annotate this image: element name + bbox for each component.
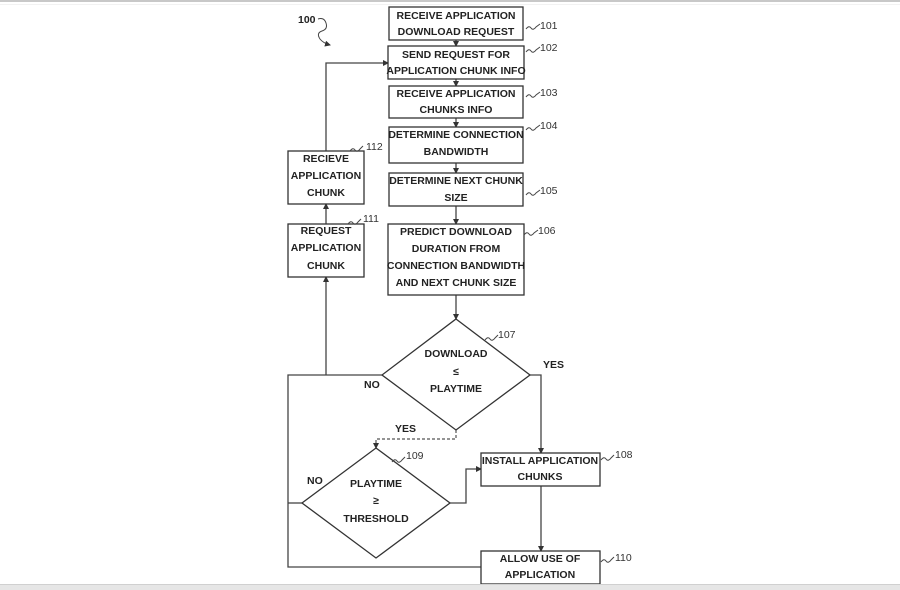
ref-109: 109 <box>391 450 424 463</box>
svg-text:PLAYTIME: PLAYTIME <box>350 478 402 490</box>
svg-text:DURATION FROM: DURATION FROM <box>412 243 501 255</box>
node-106: PREDICT DOWNLOAD DURATION FROM CONNECTIO… <box>387 223 525 296</box>
svg-text:112: 112 <box>366 141 383 153</box>
svg-text:INSTALL APPLICATION: INSTALL APPLICATION <box>482 455 598 467</box>
svg-text:107: 107 <box>498 329 516 341</box>
svg-text:ALLOW USE OF: ALLOW USE OF <box>500 553 581 565</box>
figure-label: 100 <box>298 14 316 26</box>
window-top-border-inner <box>0 4 900 5</box>
svg-text:PLAYTIME: PLAYTIME <box>430 383 482 395</box>
ref-111: 111 <box>347 213 379 225</box>
edge-107-no-loop <box>287 374 481 568</box>
window-top-border <box>0 0 900 2</box>
svg-text:≤: ≤ <box>453 366 459 378</box>
svg-text:RECIEVE: RECIEVE <box>303 153 349 165</box>
ref-104: 104 <box>525 120 558 132</box>
svg-text:RECEIVE APPLICATION: RECEIVE APPLICATION <box>396 88 515 100</box>
node-102: SEND REQUEST FOR APPLICATION CHUNK INFO <box>386 45 526 80</box>
node-109-decision: PLAYTIME ≥ THRESHOLD <box>300 447 452 559</box>
node-110: ALLOW USE OF APPLICATION <box>480 550 601 585</box>
svg-text:105: 105 <box>540 185 558 197</box>
svg-text:109: 109 <box>406 450 424 462</box>
svg-text:106: 106 <box>538 225 556 237</box>
edge-label-107-yes-down: YES <box>395 423 416 435</box>
svg-text:APPLICATION: APPLICATION <box>291 242 361 254</box>
window-bottom-border <box>0 584 900 590</box>
svg-text:AND NEXT CHUNK SIZE: AND NEXT CHUNK SIZE <box>396 277 517 289</box>
node-103: RECEIVE APPLICATION CHUNKS INFO <box>388 85 524 119</box>
node-104: DETERMINE CONNECTION BANDWIDTH <box>388 126 524 164</box>
svg-text:APPLICATION: APPLICATION <box>291 170 361 182</box>
svg-text:110: 110 <box>615 552 632 564</box>
ref-101: 101 <box>525 20 558 32</box>
svg-text:DOWNLOAD REQUEST: DOWNLOAD REQUEST <box>398 26 515 38</box>
svg-text:104: 104 <box>540 120 558 132</box>
edge-109-108 <box>450 466 482 504</box>
svg-text:111: 111 <box>363 213 379 225</box>
edge-112-102 <box>325 60 389 151</box>
ref-103: 103 <box>525 87 558 99</box>
figure-label-arrow <box>317 18 331 47</box>
svg-text:108: 108 <box>615 449 633 461</box>
svg-text:102: 102 <box>540 42 558 54</box>
svg-text:DOWNLOAD: DOWNLOAD <box>425 348 488 360</box>
svg-text:101: 101 <box>540 20 558 32</box>
svg-text:BANDWIDTH: BANDWIDTH <box>424 146 489 158</box>
edge-label-107-no: NO <box>364 379 380 391</box>
node-108: INSTALL APPLICATION CHUNKS <box>480 452 601 487</box>
svg-text:CHUNKS INFO: CHUNKS INFO <box>420 104 493 116</box>
svg-text:PREDICT DOWNLOAD: PREDICT DOWNLOAD <box>400 226 512 238</box>
edge-label-107-yes-right: YES <box>543 359 564 371</box>
ref-102: 102 <box>525 42 558 54</box>
svg-text:CHUNKS: CHUNKS <box>518 471 563 483</box>
svg-text:103: 103 <box>540 87 558 99</box>
node-107-decision: DOWNLOAD ≤ PLAYTIME <box>380 318 532 431</box>
node-111: REQUEST APPLICATION CHUNK <box>287 223 365 278</box>
svg-text:SIZE: SIZE <box>444 192 467 204</box>
node-112: RECIEVE APPLICATION CHUNK <box>287 150 365 205</box>
edge-107-yes-108 <box>530 374 544 454</box>
svg-text:RECEIVE APPLICATION: RECEIVE APPLICATION <box>396 10 515 22</box>
svg-text:APPLICATION CHUNK INFO: APPLICATION CHUNK INFO <box>386 65 525 77</box>
node-105: DETERMINE NEXT CHUNK SIZE <box>388 172 524 207</box>
svg-text:APPLICATION: APPLICATION <box>505 569 575 581</box>
svg-text:≥: ≥ <box>373 495 379 507</box>
svg-text:CONNECTION BANDWIDTH: CONNECTION BANDWIDTH <box>387 260 525 272</box>
node-101: RECEIVE APPLICATION DOWNLOAD REQUEST <box>388 6 524 41</box>
ref-106: 106 <box>523 225 556 237</box>
edge-label-109-no: NO <box>307 475 323 487</box>
ref-105: 105 <box>525 185 558 197</box>
svg-text:REQUEST: REQUEST <box>301 225 352 237</box>
ref-112: 112 <box>349 141 383 153</box>
ref-107: 107 <box>484 329 516 341</box>
svg-text:SEND REQUEST FOR: SEND REQUEST FOR <box>402 49 510 61</box>
svg-text:CHUNK: CHUNK <box>307 187 345 199</box>
svg-text:CHUNK: CHUNK <box>307 260 345 272</box>
ref-110: 110 <box>600 552 632 564</box>
ref-108: 108 <box>600 449 633 461</box>
svg-text:DETERMINE NEXT CHUNK: DETERMINE NEXT CHUNK <box>389 175 523 187</box>
svg-text:DETERMINE CONNECTION: DETERMINE CONNECTION <box>388 129 523 141</box>
svg-text:THRESHOLD: THRESHOLD <box>343 513 409 525</box>
